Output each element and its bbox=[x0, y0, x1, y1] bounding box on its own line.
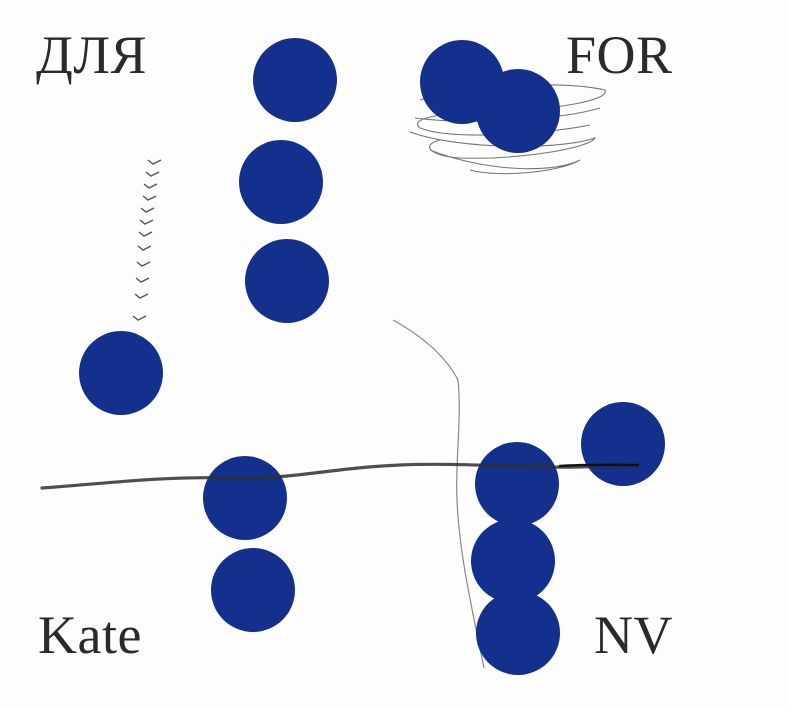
dot bbox=[476, 69, 560, 153]
dot bbox=[239, 140, 323, 224]
label-bottom-left: Kate bbox=[38, 605, 142, 665]
dot bbox=[203, 456, 287, 540]
label-bottom-right: NV bbox=[594, 605, 673, 665]
dots bbox=[79, 38, 665, 675]
dot bbox=[471, 519, 555, 603]
dot bbox=[253, 38, 337, 122]
dot bbox=[476, 591, 560, 675]
thin-pencil-line bbox=[392, 319, 485, 669]
horizontal-pencil-stroke-overlay bbox=[558, 463, 640, 468]
label-top-right: FOR bbox=[566, 25, 673, 85]
label-top-left: ДЛЯ bbox=[36, 25, 147, 85]
tick-marks bbox=[130, 159, 162, 344]
dot bbox=[211, 548, 295, 632]
dot bbox=[475, 442, 559, 526]
dot bbox=[79, 331, 163, 415]
dot bbox=[581, 402, 665, 486]
dot bbox=[245, 239, 329, 323]
